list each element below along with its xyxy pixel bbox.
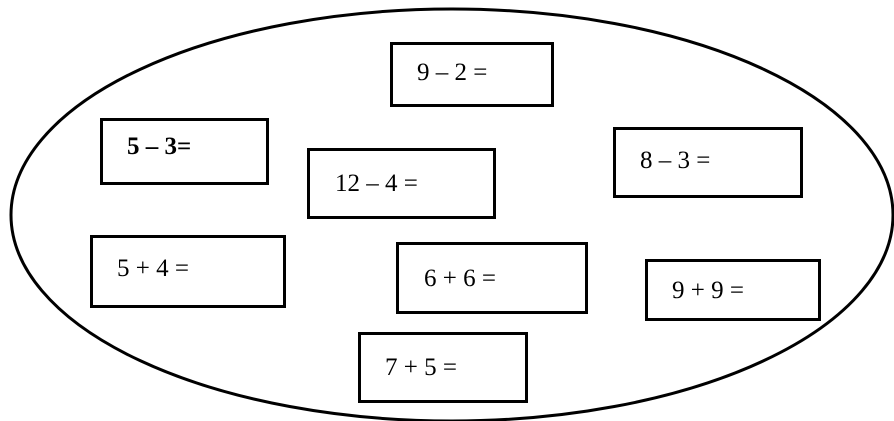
expression-text: 6 + 6 = xyxy=(424,264,496,292)
expression-text: 12 – 4 = xyxy=(335,170,418,197)
expression-text: 5 + 4 = xyxy=(117,255,189,282)
expression-box-9-minus-2: 9 – 2 = xyxy=(390,42,554,107)
expression-box-9-plus-9: 9 + 9 = xyxy=(645,259,821,321)
expression-text: 5 – 3= xyxy=(127,133,192,160)
expression-box-5-minus-3: 5 – 3= xyxy=(100,118,269,185)
expression-box-8-minus-3: 8 – 3 = xyxy=(613,127,803,198)
expression-box-5-plus-4: 5 + 4 = xyxy=(90,235,286,308)
expression-text: 9 – 2 = xyxy=(417,59,488,86)
expression-text: 9 + 9 = xyxy=(672,276,744,304)
expression-text: 7 + 5 = xyxy=(385,354,457,381)
expression-box-12-minus-4: 12 – 4 = xyxy=(307,148,496,219)
expression-box-6-plus-6: 6 + 6 = xyxy=(396,242,588,314)
expression-text: 8 – 3 = xyxy=(640,147,711,174)
expression-box-7-plus-5: 7 + 5 = xyxy=(358,332,528,403)
